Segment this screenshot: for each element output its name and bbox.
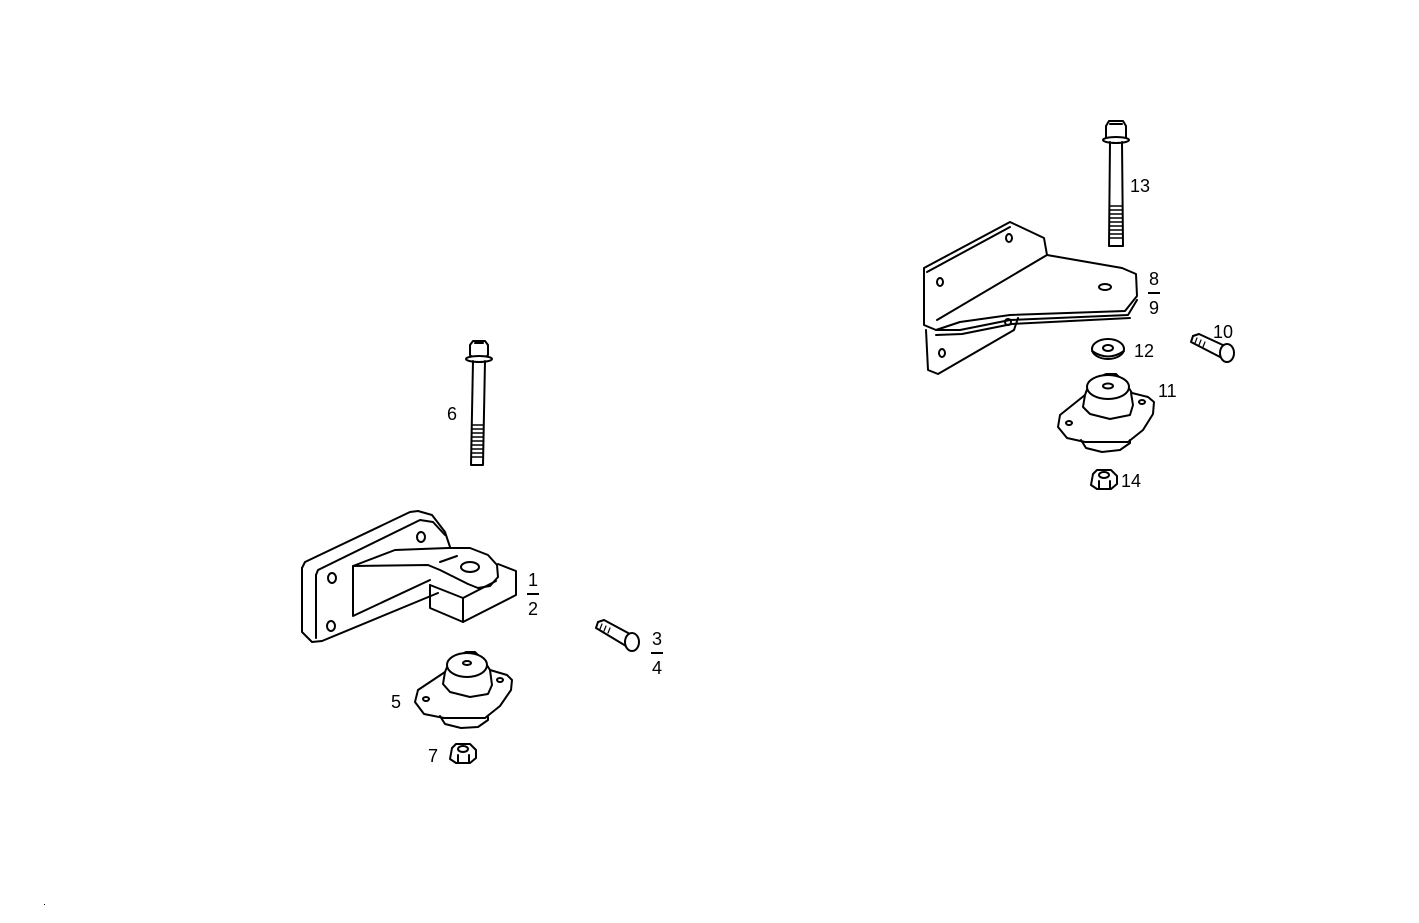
bolt-6-drawing [465,340,493,466]
callout-8: 8 [1148,269,1159,289]
bolt-13-drawing [1102,120,1130,247]
stray-mark [44,904,45,905]
nut-14-drawing [1090,469,1118,490]
callout-4: 4 [651,657,662,678]
callout-1-2: 1 2 [527,571,539,618]
callout-3: 3 [651,629,662,649]
bolt-3-4-drawing [595,619,640,652]
nut-7-drawing [449,743,477,764]
callout-5: 5 [391,692,402,712]
fraction-bar [651,652,663,654]
fraction-bar [1148,292,1160,294]
callout-14: 14 [1121,471,1142,491]
rubber-mount-5-drawing [414,651,513,729]
fraction-bar [527,593,539,595]
callout-11: 11 [1158,381,1177,401]
bolt-10-drawing [1190,333,1235,363]
callout-6: 6 [447,404,458,424]
bracket-8-9-drawing [923,221,1138,375]
callout-7: 7 [428,746,439,766]
rubber-mount-11-drawing [1057,373,1155,453]
callout-3-4: 3 4 [651,630,663,677]
washer-12-drawing [1091,338,1125,360]
callout-12: 12 [1134,341,1155,361]
callout-13: 13 [1130,176,1151,196]
callout-1: 1 [527,570,538,590]
bracket-1-2-drawing [301,510,517,643]
callout-9: 9 [1148,297,1159,318]
callout-10: 10 [1213,322,1234,342]
callout-8-9: 8 9 [1148,270,1160,317]
callout-2: 2 [527,598,538,619]
